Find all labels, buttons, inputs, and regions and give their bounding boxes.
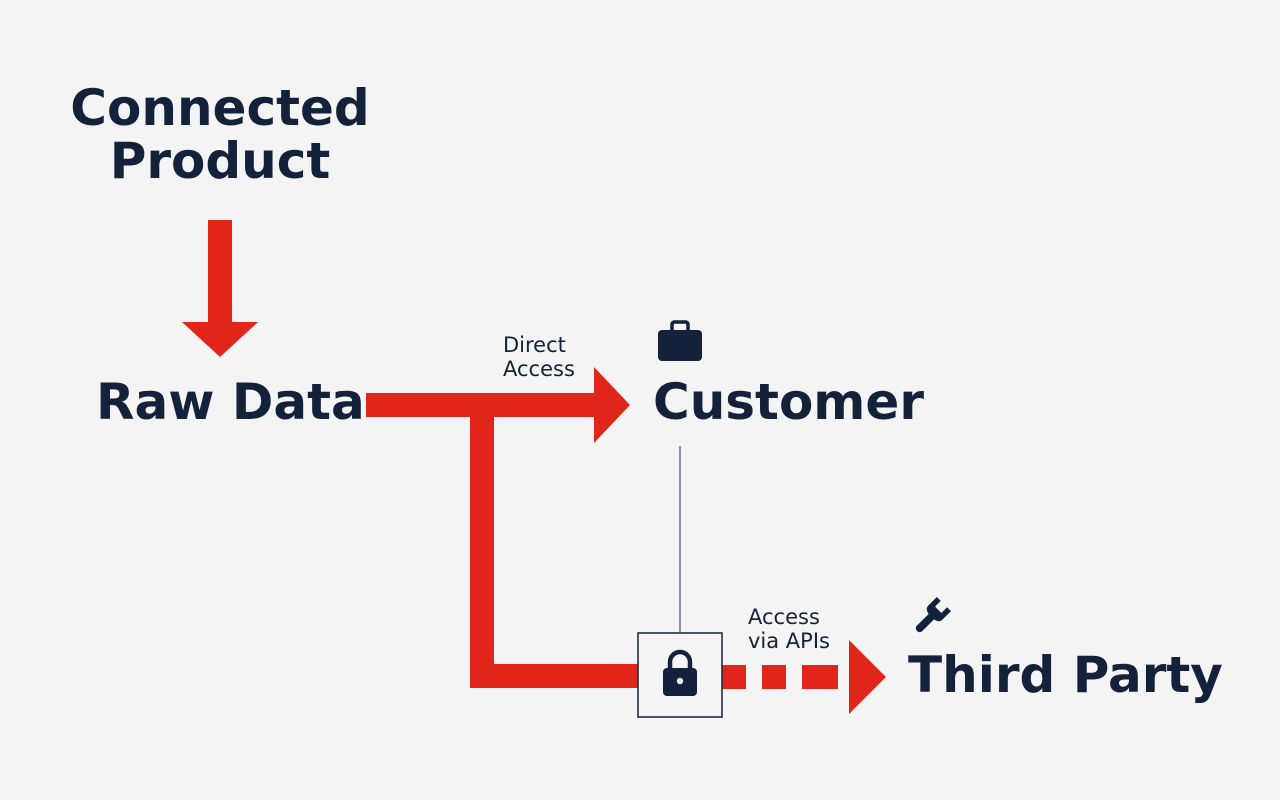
edge-label-direct-access-line1: Direct	[503, 333, 566, 357]
briefcase-icon	[658, 320, 702, 361]
edge-label-direct-access-line2: Access	[503, 357, 575, 381]
arrow-branch-to-gate	[470, 393, 640, 688]
node-third-party: Third Party	[908, 646, 1223, 704]
edge-label-direct-access: Direct Access	[503, 333, 575, 381]
wrench-icon	[915, 597, 951, 633]
api-lock-gate	[637, 632, 723, 718]
lock-icon	[663, 649, 697, 696]
node-customer: Customer	[653, 373, 924, 431]
arrow-product-to-raw	[182, 220, 258, 357]
edge-label-api-access-line1: Access	[748, 605, 820, 629]
arrow-raw-to-customer	[366, 367, 630, 443]
dashed-arrow-to-third-party	[722, 640, 886, 714]
node-connected-product-line2: Product	[109, 132, 331, 190]
node-raw-data: Raw Data	[96, 373, 365, 431]
edge-label-api-access: Access via APIs	[748, 605, 830, 653]
node-connected-product: Connected Product	[60, 82, 380, 188]
edge-label-api-access-line2: via APIs	[748, 629, 830, 653]
node-connected-product-line1: Connected	[70, 79, 370, 137]
